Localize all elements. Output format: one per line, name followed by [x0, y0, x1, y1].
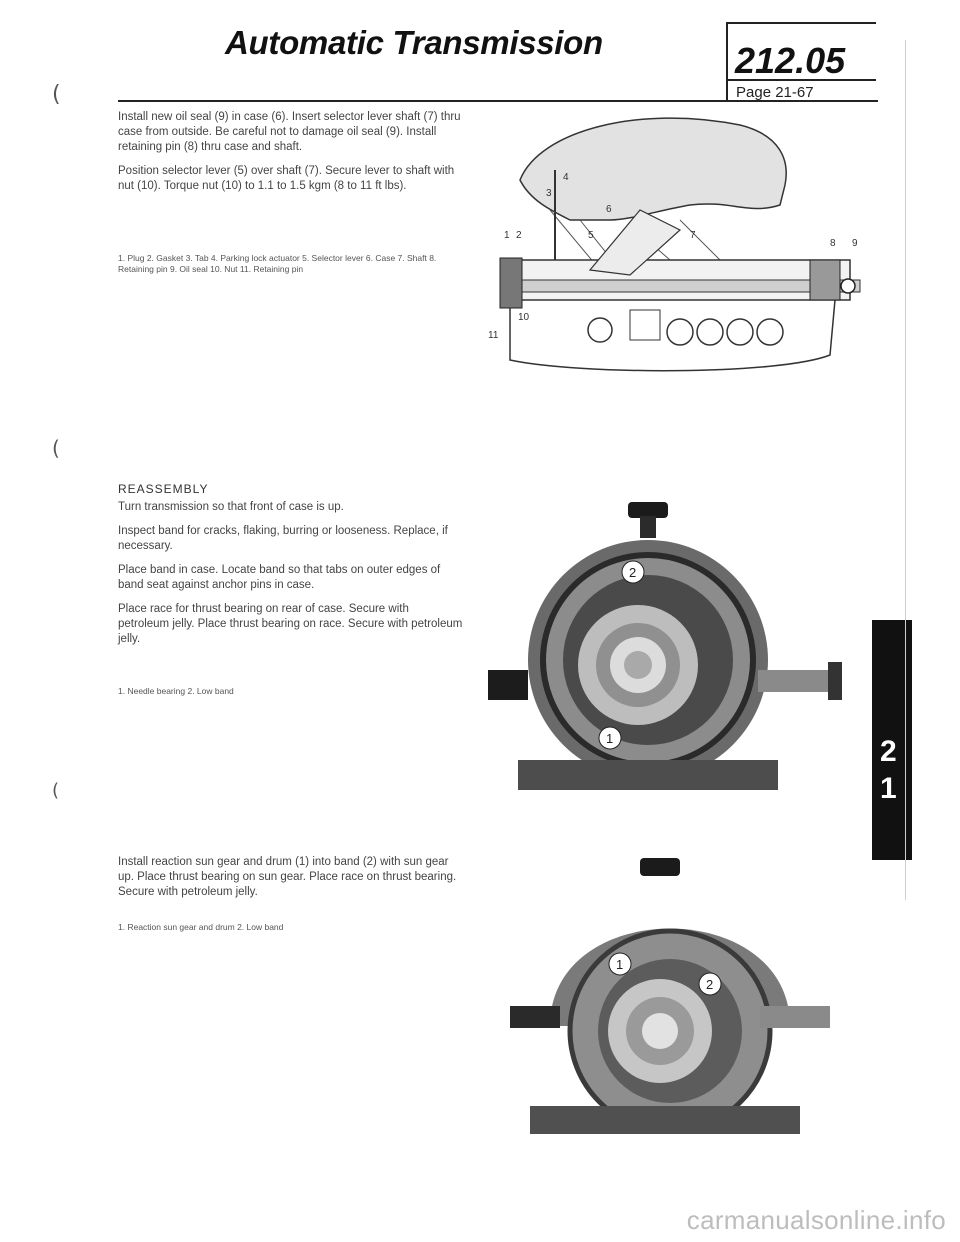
- binder-hole-mark: (: [52, 82, 61, 107]
- svg-text:5: 5: [588, 230, 594, 241]
- scan-edge-line: [905, 40, 906, 900]
- section1-text: Install new oil seal (9) in case (6). In…: [118, 110, 463, 203]
- page-number: Page 21-67: [736, 84, 814, 101]
- section2-paragraph: Turn transmission so that front of case …: [118, 501, 344, 513]
- section3-text: Install reaction sun gear and drum (1) i…: [118, 856, 457, 898]
- page-title: Automatic Transmission: [225, 24, 603, 61]
- sun-gear-drum-photo: 1 2: [490, 856, 870, 1156]
- tab-digit: 1: [880, 772, 897, 805]
- binder-hole-mark: (: [52, 436, 60, 460]
- svg-text:2: 2: [516, 230, 522, 241]
- band-in-case-photo: 2 1: [488, 500, 868, 800]
- binder-hole-mark: (: [52, 780, 60, 801]
- svg-text:4: 4: [563, 172, 569, 183]
- svg-text:10: 10: [518, 312, 530, 323]
- header-rule-top: [728, 22, 876, 24]
- section-code: 212.05: [735, 40, 846, 81]
- section2-paragraph: Inspect band for cracks, flaking, burrin…: [118, 525, 448, 552]
- sun-gear-photo-illustration: 1 2: [490, 856, 870, 1156]
- header-rule-mid: [728, 79, 876, 81]
- header-vertical-rule: [726, 22, 728, 102]
- drum-figure-label: 1: [616, 957, 623, 972]
- section2-paragraph: Place race for thrust bearing on rear of…: [118, 603, 463, 645]
- reassembly-heading: REASSEMBLY: [118, 482, 209, 496]
- svg-text:6: 6: [606, 204, 612, 215]
- svg-text:7: 7: [690, 230, 696, 241]
- section3-figure-caption: 1. Reaction sun gear and drum 2. Low ban…: [118, 922, 284, 932]
- svg-text:8: 8: [830, 238, 836, 249]
- section1-figure-caption: 1. Plug 2. Gasket 3. Tab 4. Parking lock…: [118, 253, 437, 274]
- section1-paragraph: Position selector lever (5) over shaft (…: [118, 165, 455, 192]
- svg-text:9: 9: [852, 238, 858, 249]
- header-rule-main: [118, 100, 878, 102]
- svg-text:1: 1: [504, 230, 510, 241]
- band-photo-illustration: 2 1: [488, 500, 868, 800]
- band-figure-label: 2: [629, 565, 636, 580]
- section2-text: Turn transmission so that front of case …: [118, 500, 463, 656]
- bearing-figure-label: 1: [606, 731, 613, 746]
- tab-digit: 2: [880, 735, 897, 768]
- section2-paragraph: Place band in case. Locate band so that …: [118, 564, 441, 591]
- section2-figure-caption: 1. Needle bearing 2. Low band: [118, 686, 234, 696]
- band-figure-label: 2: [706, 977, 713, 992]
- section1-paragraph: Install new oil seal (9) in case (6). In…: [118, 111, 461, 153]
- watermark-url: carmanualsonline.info: [686, 1205, 946, 1235]
- svg-text:11: 11: [488, 330, 499, 341]
- svg-text:3: 3: [546, 188, 552, 199]
